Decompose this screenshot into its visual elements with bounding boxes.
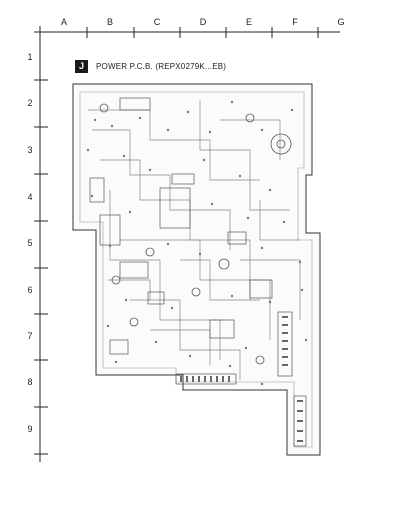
connector-pins: [180, 316, 303, 442]
column-label-e: E: [245, 17, 252, 27]
row-label-7: 7: [27, 331, 33, 341]
components: [89, 97, 307, 447]
column-label-f: F: [292, 17, 298, 27]
column-label-c: C: [153, 17, 161, 27]
board-title: J POWER P.C.B. (REPX0279K...EB): [75, 59, 226, 73]
board-title-text: POWER P.C.B. (REPX0279K...EB): [96, 61, 227, 71]
row-label-4: 4: [27, 192, 33, 202]
row-label-3: 3: [27, 145, 33, 155]
column-label-d: D: [199, 17, 207, 27]
row-label-6: 6: [27, 285, 33, 295]
column-ticks: [86, 27, 319, 38]
row-label-2: 2: [27, 98, 33, 108]
solder-pads: [86, 100, 308, 386]
row-ticks: [34, 79, 48, 455]
round-components: [99, 103, 292, 365]
row-label-8: 8: [27, 377, 33, 387]
column-label-g: G: [337, 17, 345, 27]
row-label-1: 1: [27, 52, 33, 62]
column-label-a: A: [60, 17, 67, 27]
column-label-b: B: [106, 17, 113, 27]
copper-area: [79, 91, 313, 448]
row-label-5: 5: [27, 238, 33, 248]
board-outline: [72, 83, 321, 456]
row-label-9: 9: [27, 424, 33, 434]
board-badge: J: [75, 59, 88, 73]
